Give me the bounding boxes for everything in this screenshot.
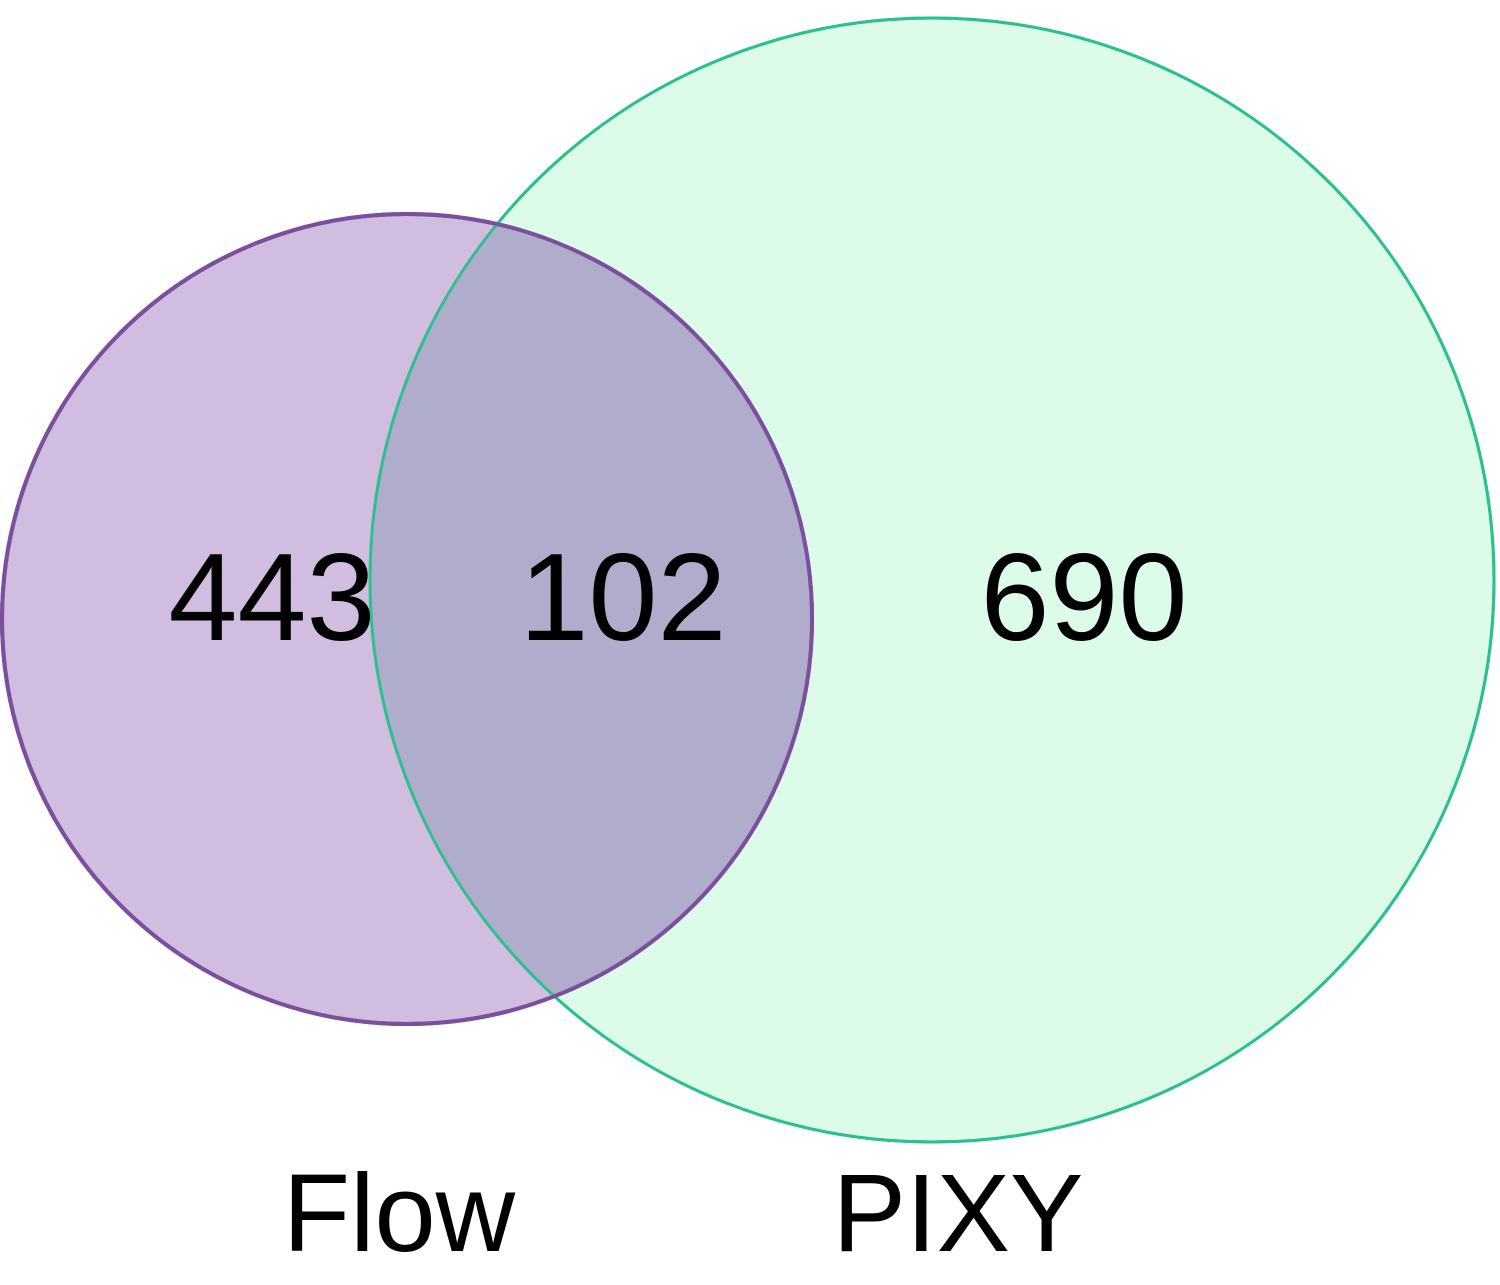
overlap-region-group <box>370 18 1494 1142</box>
set-label-flow: Flow <box>283 1152 516 1275</box>
overlap-region-fill[interactable] <box>370 18 1494 1142</box>
set-outline-flow <box>0 212 814 1026</box>
set-outline-pixy <box>368 16 1496 1144</box>
region-count-pixy-only: 690 <box>981 529 1188 667</box>
region-count-flow-only: 443 <box>169 529 376 667</box>
region-count-intersection: 102 <box>520 529 727 667</box>
set-label-pixy: PIXY <box>833 1152 1084 1275</box>
